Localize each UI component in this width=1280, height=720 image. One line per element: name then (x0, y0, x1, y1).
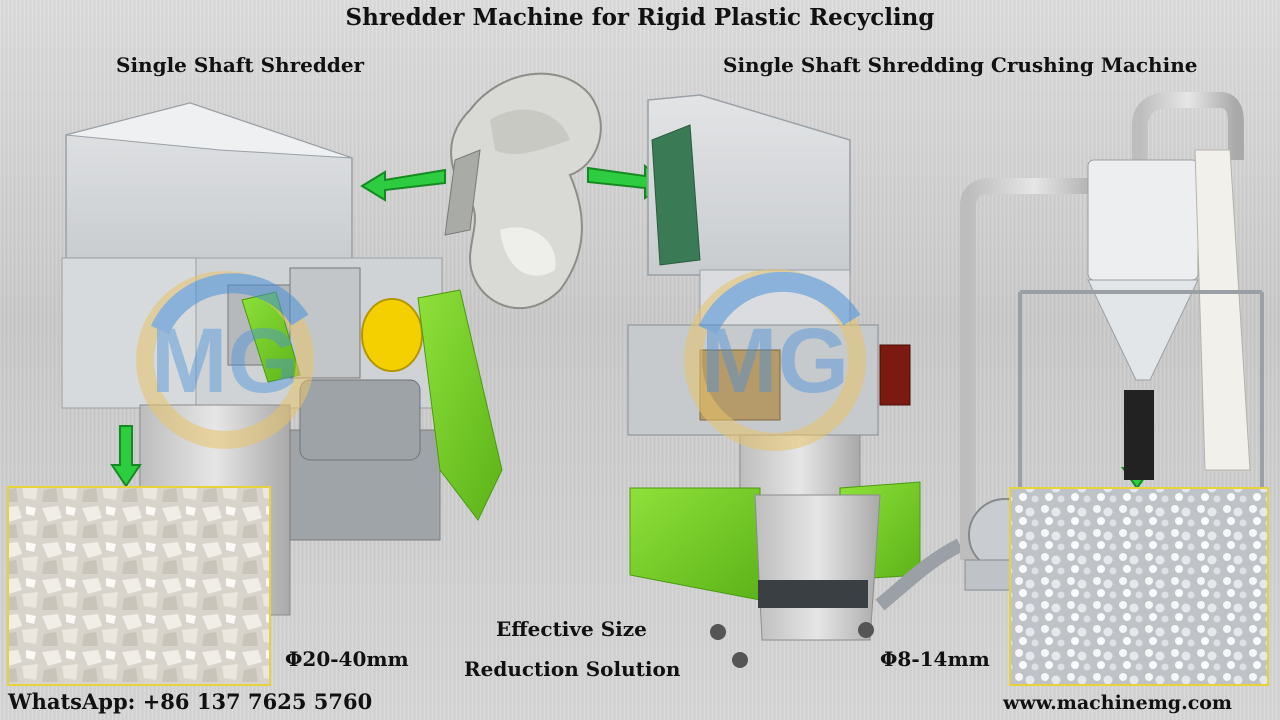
right-output-granules-sample (1009, 487, 1269, 686)
mg-logo-watermark-left: MG (136, 271, 314, 449)
svg-text:MG: MG (701, 310, 849, 412)
mg-logo-watermark-right: MG (684, 269, 866, 451)
arrow-left-icon (360, 168, 446, 202)
center-text-line2: Reduction Solution (464, 657, 681, 681)
right-machine-label: Single Shaft Shredding Crushing Machine (723, 53, 1198, 77)
website-url: www.machinemg.com (1003, 692, 1233, 714)
center-text-line1: Effective Size (496, 617, 647, 641)
left-output-flakes-sample (7, 486, 271, 686)
whatsapp-contact: WhatsApp: +86 137 7625 5760 (8, 689, 373, 714)
right-output-size: Φ8-14mm (880, 647, 990, 671)
left-output-size: Φ20-40mm (285, 647, 409, 671)
rigid-plastic-waste-image (444, 72, 602, 309)
left-machine-label: Single Shaft Shredder (116, 53, 365, 77)
svg-text:MG: MG (151, 310, 299, 412)
arrow-down-icon (110, 425, 142, 488)
page-title: Shredder Machine for Rigid Plastic Recyc… (345, 4, 935, 31)
shredding-crushing-machine-image (627, 94, 964, 668)
